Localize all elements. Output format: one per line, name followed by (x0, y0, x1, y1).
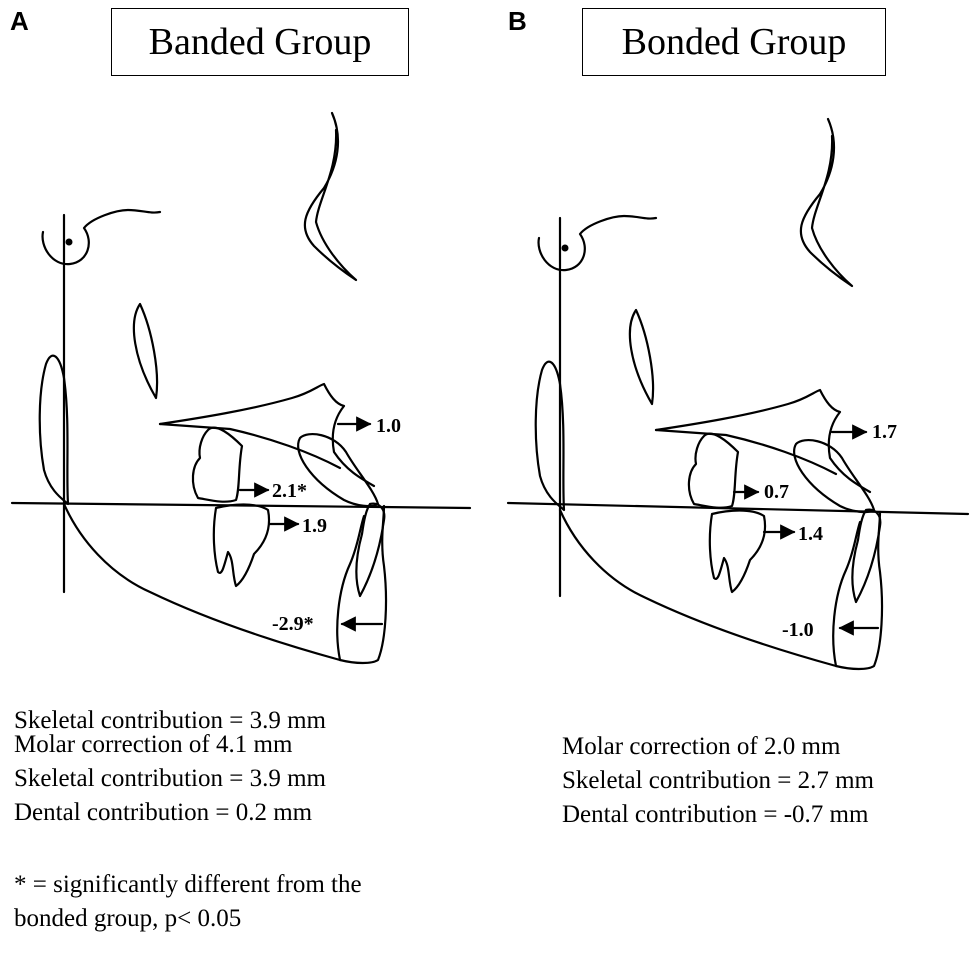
palatal-plane (160, 424, 340, 468)
caption-bonded: Molar correction of 2.0 mm Skeletal cont… (562, 730, 874, 832)
label-upper-molar-b: 0.7 (764, 481, 789, 503)
label-upper-incisor-a: 1.0 (376, 415, 401, 437)
label-lower-incisor-a: -2.9* (272, 613, 314, 635)
maxilla-outline (656, 390, 870, 492)
sella-point (66, 239, 73, 246)
label-upper-incisor-b: 1.7 (872, 421, 897, 443)
caption-line: Dental contribution = 0.2 mm (14, 796, 326, 830)
sella-outline (43, 210, 160, 264)
label-lower-molar-a: 1.9 (302, 515, 327, 537)
lower-molar-outline (710, 511, 765, 593)
caption-banded: Skeletal contribution = 3.9 mm Molar cor… (14, 704, 326, 830)
palatal-plane (656, 430, 836, 474)
orbit-outline (630, 310, 653, 404)
label-lower-incisor-b: -1.0 (782, 619, 814, 641)
nasal-outline (305, 113, 356, 280)
upper-molar-outline (193, 428, 242, 502)
caption-line: Molar correction of 2.0 mm (562, 730, 874, 764)
tracing-banded (12, 113, 470, 663)
caption-line: Skeletal contribution = 2.7 mm (562, 764, 874, 798)
sella-point (562, 245, 569, 252)
caption-line: Skeletal contribution = 3.9 mm (14, 762, 326, 796)
label-upper-molar-a: 2.1* (272, 480, 307, 502)
lower-molar-outline (214, 505, 269, 587)
cephalometric-tracings: 1.0 2.1* 1.9 -2.9* 1.7 0.7 1.4 -1.0 (0, 0, 976, 700)
footnote-banded: * = significantly different from the bon… (14, 868, 362, 936)
sella-outline (539, 216, 656, 270)
tracing-bonded (508, 119, 968, 669)
footnote-line: * = significantly different from the (14, 868, 362, 902)
lower-incisor-outline (852, 510, 880, 602)
label-lower-molar-b: 1.4 (798, 523, 823, 545)
upper-molar-outline (689, 434, 738, 508)
orbit-outline (134, 304, 157, 398)
upper-incisor-outline (794, 440, 874, 512)
upper-incisor-outline (298, 434, 378, 506)
occlusal-reference-line (508, 503, 968, 514)
caption-line: Dental contribution = -0.7 mm (562, 798, 874, 832)
nasal-outline (801, 119, 852, 286)
maxilla-outline (160, 384, 374, 486)
caption-line: Molar correction of 4.1 mm (14, 728, 326, 762)
footnote-line: bonded group, p< 0.05 (14, 902, 362, 936)
lower-incisor-outline (356, 504, 384, 596)
